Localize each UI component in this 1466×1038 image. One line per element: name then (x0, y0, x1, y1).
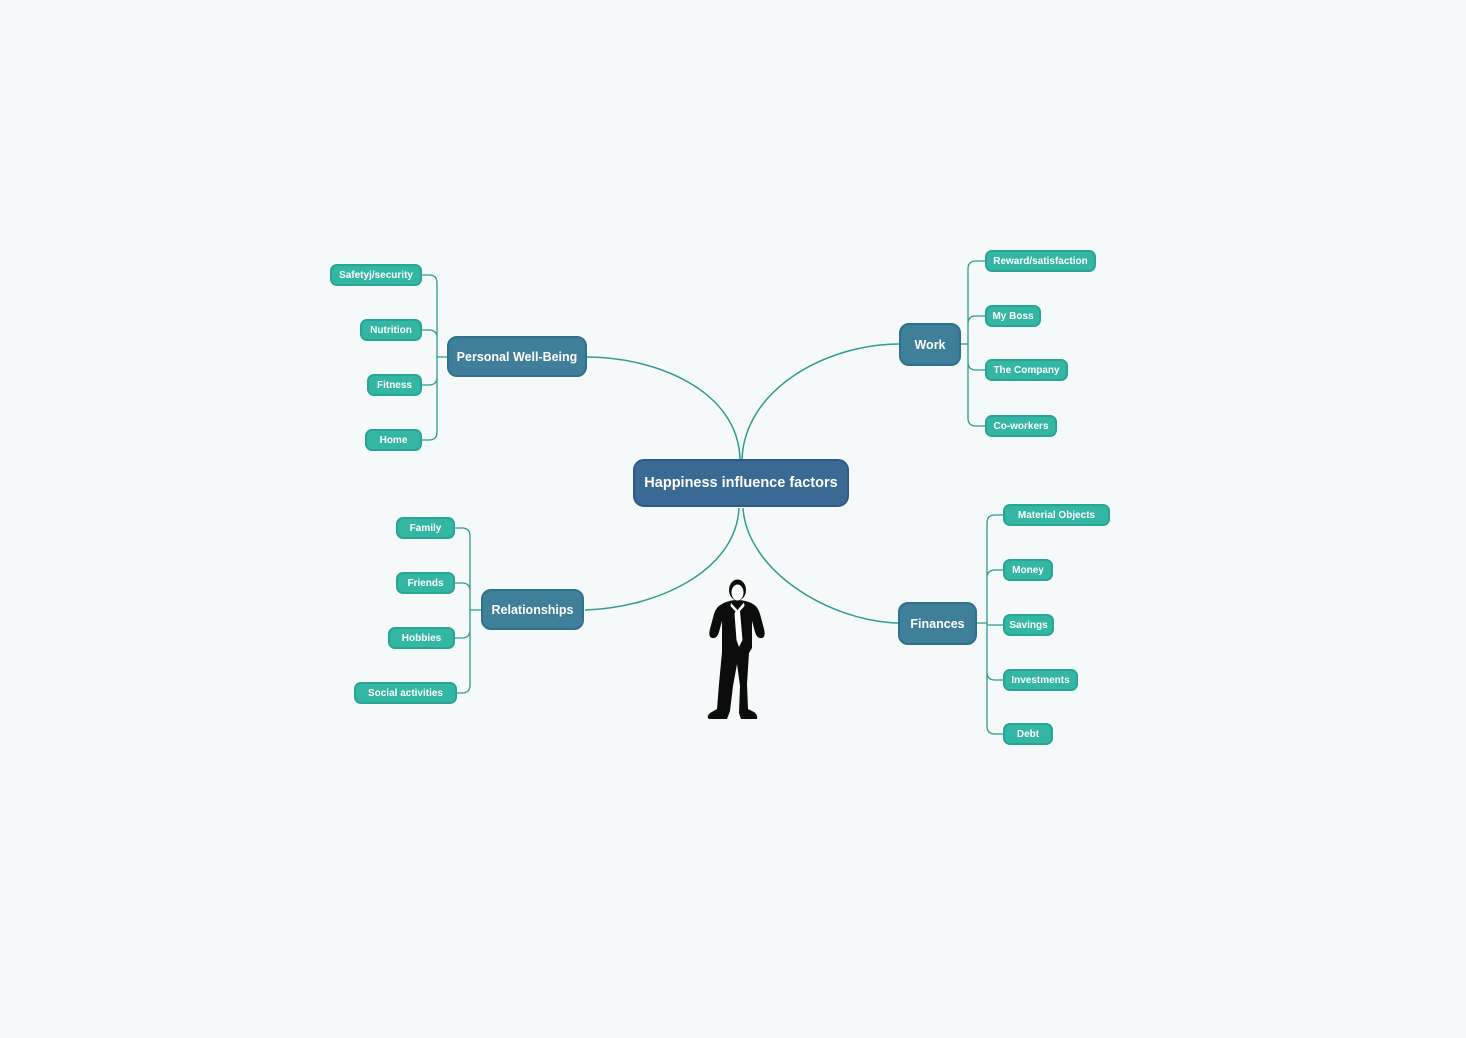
topic-co-workers[interactable]: Co-workers (985, 415, 1057, 437)
topic-home[interactable]: Home (365, 429, 422, 451)
topic-friends[interactable]: Friends (396, 572, 455, 594)
branch-personal-well-being[interactable]: Personal Well-Being (447, 336, 587, 377)
topic-nutrition[interactable]: Nutrition (360, 319, 422, 341)
curve-central-to-work (741, 343, 900, 460)
topic-hobbies[interactable]: Hobbies (388, 627, 455, 649)
topic-the-company[interactable]: The Company (985, 359, 1068, 381)
topic-safetyj-security[interactable]: Safetyj/security (330, 264, 422, 286)
main-branch-curves (584, 343, 900, 624)
topic-material-objects[interactable]: Material Objects (1003, 504, 1110, 526)
bracket-relationships (455, 527, 481, 694)
topic-savings[interactable]: Savings (1003, 614, 1054, 636)
curve-central-to-personal-well-being (586, 356, 741, 460)
topic-fitness[interactable]: Fitness (367, 374, 422, 396)
topic-money[interactable]: Money (1003, 559, 1053, 581)
bracket-work (961, 260, 985, 427)
subtopic-brackets (422, 260, 1003, 735)
curve-central-to-finances (742, 507, 899, 624)
topic-my-boss[interactable]: My Boss (985, 305, 1041, 327)
topic-family[interactable]: Family (396, 517, 455, 539)
topic-debt[interactable]: Debt (1003, 723, 1053, 745)
branch-relationships[interactable]: Relationships (481, 589, 584, 630)
topic-reward-satisfaction[interactable]: Reward/satisfaction (985, 250, 1096, 272)
silhouette-tie (734, 611, 743, 647)
central-node-happiness-influence-factors[interactable]: Happiness influence factors (633, 459, 849, 507)
curve-central-to-relationships (584, 507, 740, 611)
bracket-personal-well-being (422, 274, 447, 441)
bracket-finances (977, 514, 1003, 735)
silhouette-collar (730, 602, 745, 611)
branch-finances[interactable]: Finances (898, 602, 977, 645)
branch-work[interactable]: Work (899, 323, 961, 366)
topic-social-activities[interactable]: Social activities (354, 682, 457, 704)
silhouette-body (707, 600, 765, 719)
silhouette-face (731, 584, 744, 601)
businessman-silhouette[interactable] (707, 579, 765, 720)
topic-investments[interactable]: Investments (1003, 669, 1078, 691)
